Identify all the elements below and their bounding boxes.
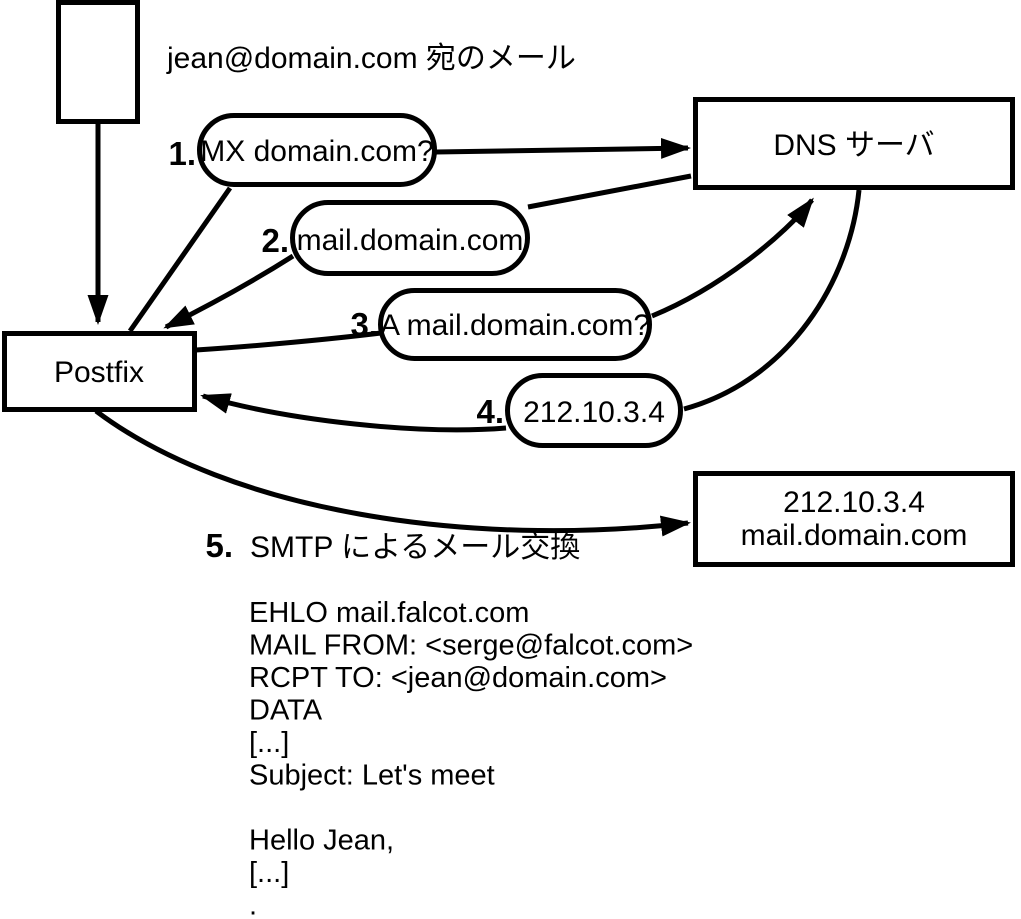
step-2-answer-pill	[290, 200, 530, 276]
smtp-line: Subject: Let's meet	[249, 760, 495, 792]
step-5-label: SMTP によるメール交換	[250, 531, 580, 564]
mail-server-node: 212.10.3.4 mail.domain.com	[693, 471, 1015, 567]
smtp-line: .	[249, 890, 257, 919]
arrow-answer4-to-postfix	[200, 393, 507, 433]
step-1-query: 1. MX domain.com?	[168, 113, 437, 187]
step-2-answer: 2. mail.domain.com	[261, 200, 530, 276]
line-dns-to-answer4	[683, 189, 862, 412]
smtp-line: RCPT TO: <jean@domain.com>	[249, 662, 667, 694]
arrow-postfix-to-mailserver	[94, 409, 691, 537]
mail-server-node-box	[693, 471, 1015, 567]
smtp-session-transcript: EHLO mail.falcot.com MAIL FROM: <serge@f…	[249, 597, 693, 919]
step-1-number: 1.	[168, 135, 196, 172]
step-5-exchange: 5. SMTP によるメール交換	[205, 527, 580, 564]
smtp-line: EHLO mail.falcot.com	[249, 597, 529, 629]
step-1-query-pill	[197, 113, 437, 187]
smtp-line: MAIL FROM: <serge@falcot.com>	[249, 630, 693, 662]
mail-note-label: jean@domain.com 宛のメール	[166, 42, 576, 75]
step-2-number: 2.	[261, 222, 289, 259]
smtp-line: [...]	[249, 727, 289, 759]
postfix-node-box	[2, 331, 197, 412]
line-postfix-to-query3	[195, 330, 382, 353]
mail-server-host-label: mail.domain.com	[741, 519, 968, 552]
mail-message-icon	[56, 0, 140, 124]
step-4-answer-label: 212.10.3.4	[523, 396, 665, 429]
step-3-query-pill	[378, 288, 652, 361]
step-4-answer: 4. 212.10.3.4	[476, 373, 683, 448]
smtp-line: [...]	[249, 857, 289, 889]
step-2-answer-label: mail.domain.com	[297, 224, 524, 257]
step-4-number: 4.	[476, 393, 504, 430]
step-4-answer-pill	[505, 373, 683, 448]
postfix-node: Postfix	[2, 331, 197, 412]
dns-server-node: DNS サーバ	[693, 97, 1015, 190]
arrow-query1-to-dns	[435, 137, 691, 159]
arrow-answer2-to-postfix	[163, 253, 295, 330]
mail-server-ip-label: 212.10.3.4	[783, 486, 925, 519]
step-3-number: 3.	[350, 306, 378, 343]
step-5-number: 5.	[205, 527, 233, 564]
arrow-query3-to-dns	[651, 197, 814, 319]
line-dns-to-answer2	[527, 173, 692, 210]
line-postfix-to-query1	[127, 186, 233, 333]
step-1-query-label: MX domain.com?	[200, 135, 433, 168]
smtp-line: Hello Jean,	[249, 825, 394, 857]
dns-server-node-label: DNS サーバ	[773, 129, 934, 162]
step-3-query: 3. A mail.domain.com?	[350, 288, 652, 361]
smtp-line: DATA	[249, 695, 323, 727]
step-3-query-label: A mail.domain.com?	[380, 309, 650, 342]
dns-server-node-box	[693, 97, 1015, 190]
postfix-node-label: Postfix	[54, 356, 144, 389]
